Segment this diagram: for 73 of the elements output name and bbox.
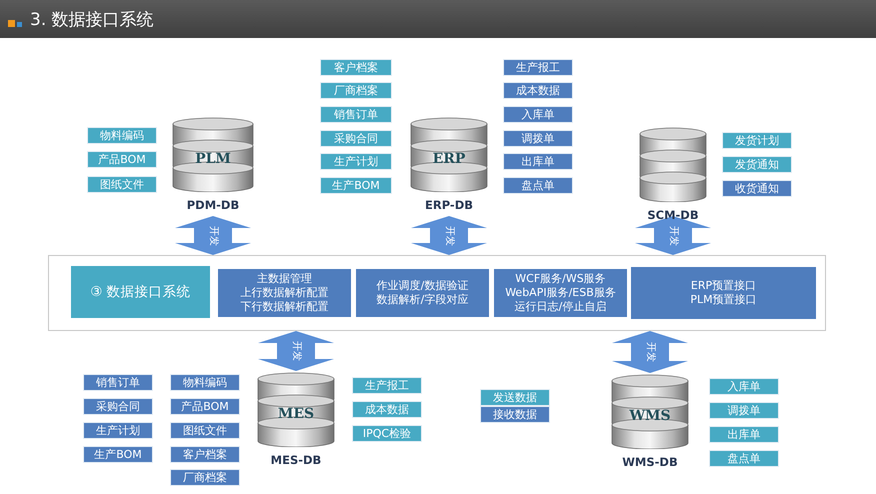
module-text: 下行数据解析配置	[240, 300, 328, 314]
data-tag: 成本数据	[352, 401, 422, 418]
system-panel	[48, 255, 826, 331]
edge-label: 开发	[291, 340, 301, 362]
data-tag: 客户档案	[170, 446, 240, 463]
data-tag: 出库单	[709, 426, 779, 443]
database-caption: SCM-DB	[646, 208, 700, 222]
module-text: ERP预置接口	[690, 279, 756, 293]
data-tag: 生产报工	[503, 59, 573, 76]
data-tag: 入库单	[709, 378, 779, 395]
data-tag: 成本数据	[503, 82, 573, 99]
double-arrow	[612, 331, 688, 373]
data-tag: 销售订单	[320, 106, 392, 123]
module-box	[71, 266, 210, 318]
data-tag: 发货通知	[722, 156, 792, 173]
module-text: ③ 数据接口系统	[90, 284, 191, 300]
module-text: 主数据管理	[257, 272, 312, 286]
module-text: WebAPI服务/ESB服务	[505, 286, 616, 300]
module-box	[356, 269, 489, 317]
data-tag: 盘点单	[709, 450, 779, 467]
data-tag: 入库单	[503, 106, 573, 123]
database-label: PLM	[194, 151, 232, 167]
data-tag: 物料编码	[87, 127, 157, 144]
page-title: 3. 数据接口系统	[30, 9, 154, 31]
database-caption: PDM-DB	[186, 198, 240, 212]
module-text: 上行数据解析配置	[240, 286, 328, 300]
module-box	[631, 267, 816, 319]
module-text: 作业调度/数据验证	[376, 279, 468, 293]
module-box	[494, 269, 627, 317]
data-tag: 图纸文件	[170, 422, 240, 439]
database-caption: WMS-DB	[621, 455, 679, 469]
data-tag: 厂商档案	[170, 469, 240, 486]
data-tag: 销售订单	[83, 374, 153, 391]
data-tag: 图纸文件	[87, 176, 157, 193]
database-label: ERP	[432, 151, 466, 167]
data-tag: 生产BOM	[320, 177, 392, 194]
data-tag: 物料编码	[170, 374, 240, 391]
edge-label: 开发	[444, 224, 454, 246]
database-label: WMS	[628, 408, 672, 424]
data-tag: 厂商档案	[320, 82, 392, 99]
database-caption: ERP-DB	[424, 198, 474, 212]
double-arrow	[175, 216, 251, 255]
data-tag: 产品BOM	[87, 151, 157, 168]
data-tag: 产品BOM	[170, 398, 240, 415]
module-text: WCF服务/WS服务	[515, 272, 606, 286]
data-tag: 采购合同	[320, 130, 392, 147]
data-tag: 生产报工	[352, 377, 422, 394]
double-arrow	[258, 331, 334, 371]
data-tag: 生产BOM	[83, 446, 153, 463]
edge-label: 开发	[668, 224, 678, 246]
data-tag: 调拨单	[709, 402, 779, 419]
data-tag: IPQC检验	[352, 425, 422, 442]
module-text: 数据解析/字段对应	[376, 293, 468, 307]
data-tag: 调拨单	[503, 130, 573, 147]
data-tag: 发货计划	[722, 132, 792, 149]
data-tag: 生产计划	[320, 153, 392, 170]
database-label: MES	[276, 406, 316, 422]
module-text: PLM预置接口	[690, 293, 757, 307]
module-box	[218, 269, 351, 317]
double-arrow	[411, 216, 487, 255]
data-tag: 收货通知	[722, 180, 792, 197]
data-tag: 客户档案	[320, 59, 392, 76]
data-tag: 发送数据	[480, 389, 550, 406]
double-arrow	[635, 216, 711, 255]
database-caption: MES-DB	[270, 453, 322, 467]
data-tag: 出库单	[503, 153, 573, 170]
edge-label: 开发	[208, 224, 218, 246]
module-text: 运行日志/停止自启	[514, 300, 606, 314]
edge-label: 开发	[645, 341, 655, 363]
data-tag: 采购合同	[83, 398, 153, 415]
data-tag: 盘点单	[503, 177, 573, 194]
data-tag: 接收数据	[480, 406, 550, 423]
data-tag: 生产计划	[83, 422, 153, 439]
